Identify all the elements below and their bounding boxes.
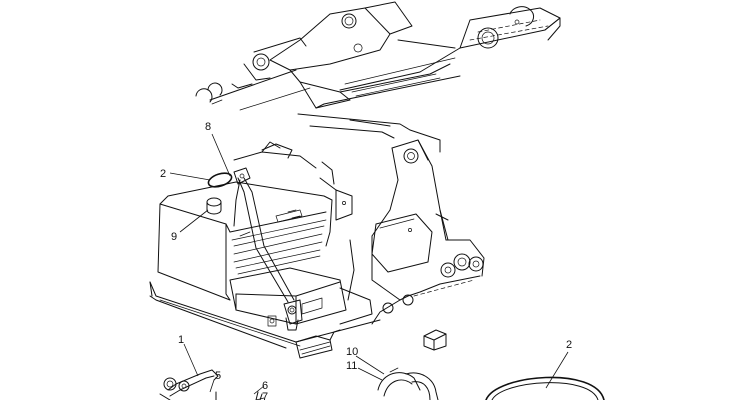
isolated-block-part <box>423 329 447 351</box>
callout-7: 7 <box>262 391 268 400</box>
leader-lines <box>169 133 569 400</box>
callout-5: 5 <box>215 370 221 382</box>
hose-assembly-left <box>159 369 263 400</box>
callout-6: 6 <box>262 380 268 392</box>
callout-10: 10 <box>346 346 358 358</box>
gasket-ring <box>485 376 605 400</box>
cap-seal-ring <box>207 172 233 188</box>
fuel-tank <box>157 141 347 359</box>
callout-2-bottom: 2 <box>566 339 572 351</box>
callout-8: 8 <box>205 121 211 133</box>
callout-11: 11 <box>346 360 357 372</box>
upper-frame <box>195 1 561 111</box>
callout-2-top: 2 <box>160 168 166 180</box>
hose-assembly-right <box>377 367 439 400</box>
main-frame <box>149 113 485 349</box>
callout-9: 9 <box>171 231 177 243</box>
callout-1: 1 <box>178 334 184 346</box>
callout-labels: 8 2 9 1 5 6 7 10 11 2 <box>160 121 572 400</box>
tank-straps <box>233 167 303 331</box>
